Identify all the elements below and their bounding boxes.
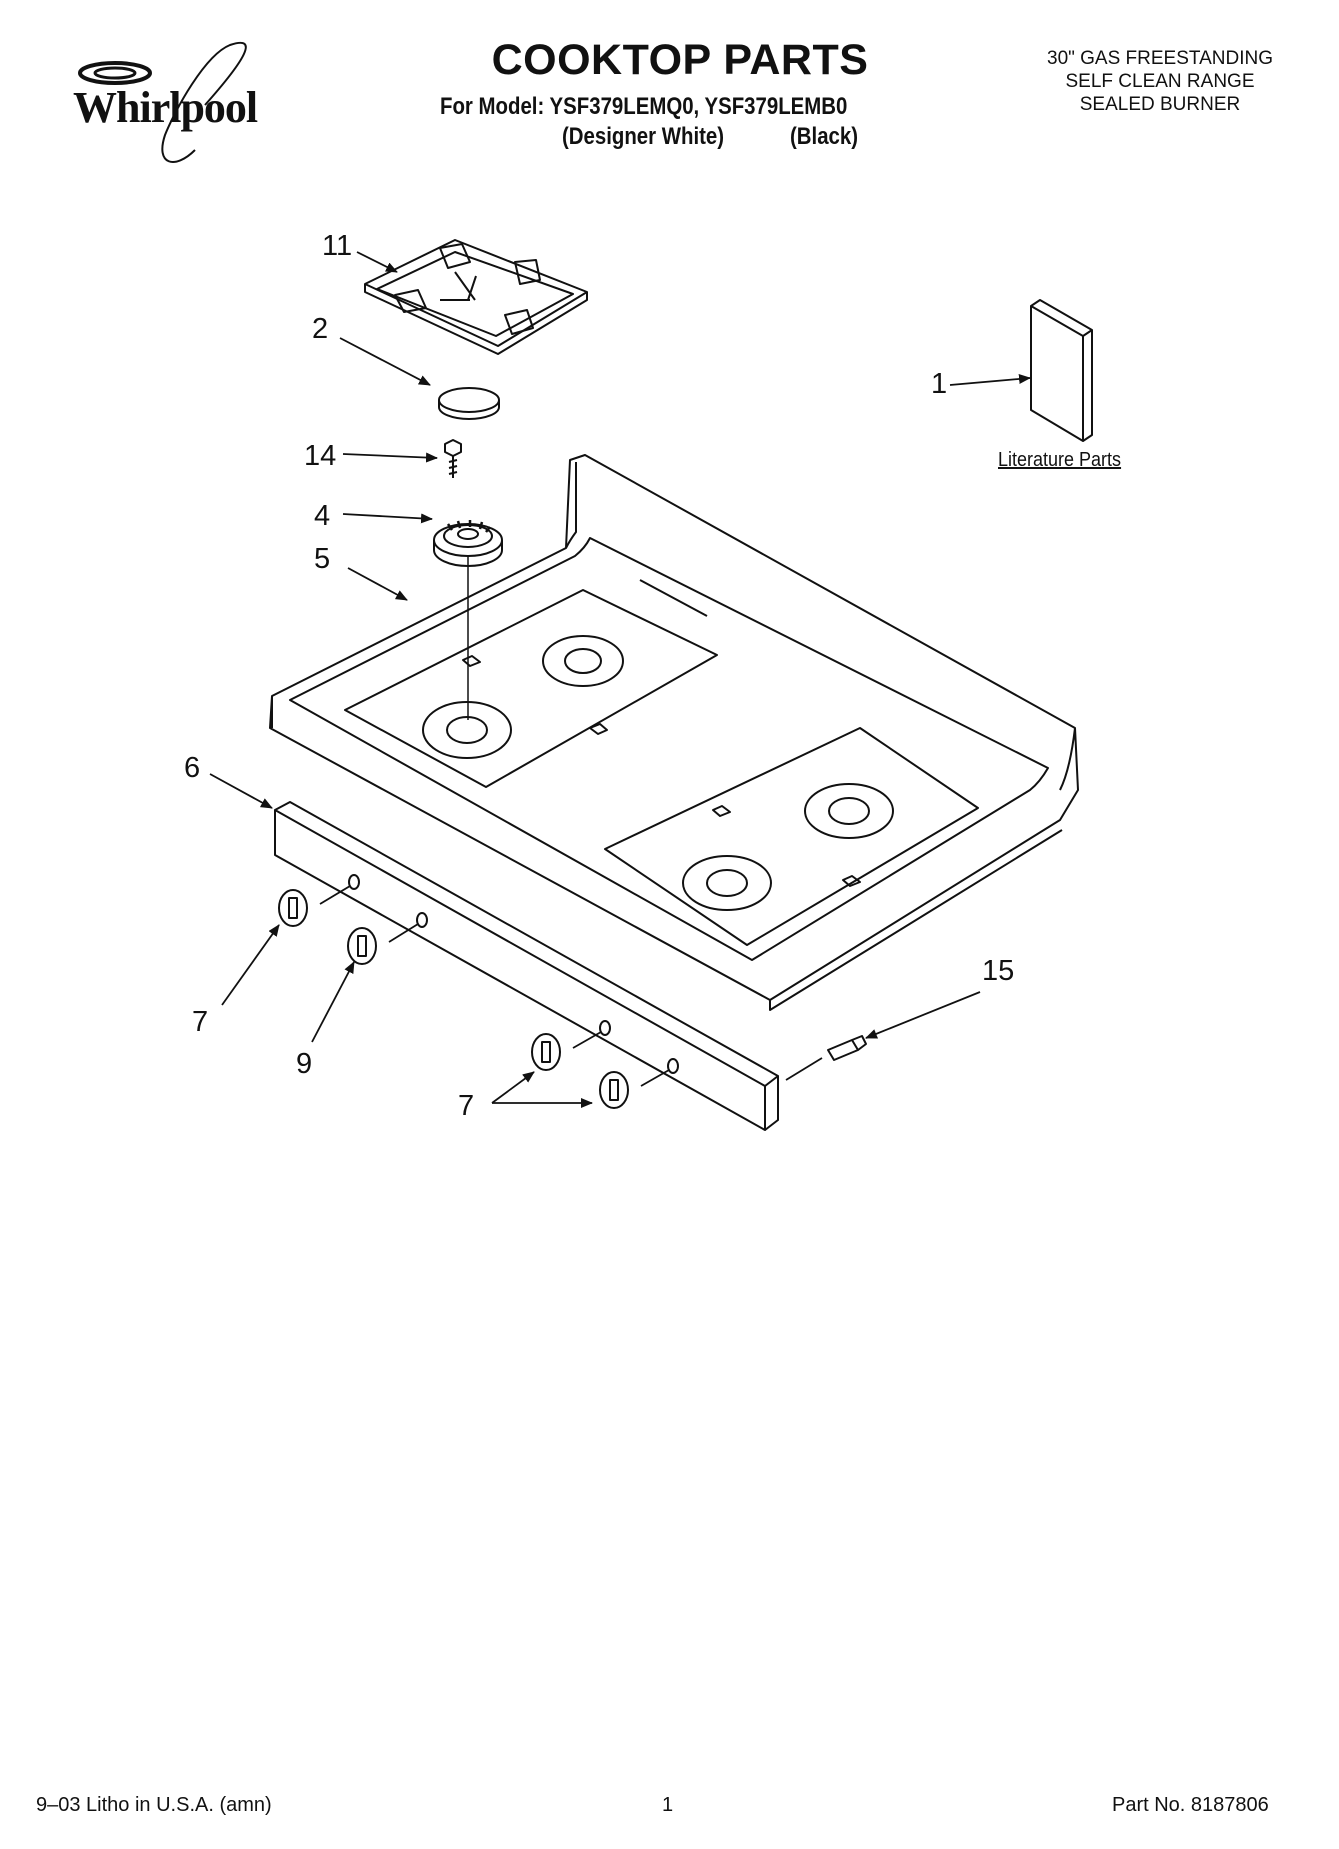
burner-cap-part [438, 387, 500, 420]
callout-11: 11 [322, 230, 353, 262]
model-line: For Model: YSF379LEMQ0, YSF379LEMB0 [440, 93, 848, 120]
control-knob-9 [347, 927, 377, 965]
callout-14: 14 [304, 440, 337, 472]
product-description: 30" GAS FREESTANDING SELF CLEAN RANGE SE… [1010, 47, 1310, 116]
product-line-2: SELF CLEAN RANGE [1065, 71, 1255, 92]
callout-4: 4 [314, 500, 331, 532]
footer-page-number: 1 [662, 1794, 674, 1816]
page-title: COOKTOP PARTS [491, 36, 869, 84]
variant-designer-white: (Designer White) [562, 123, 725, 150]
control-knob-7b [531, 1033, 561, 1071]
brand-name: Whirlpool [73, 83, 258, 132]
burner-grate-part [364, 239, 588, 355]
callout-7b: 7 [458, 1090, 475, 1122]
callout-15: 15 [982, 955, 1015, 987]
screw-15-part [827, 1035, 867, 1061]
footer-part-number: Part No. 8187806 [1112, 1794, 1269, 1816]
callout-9: 9 [296, 1048, 313, 1080]
callout-2: 2 [312, 313, 329, 345]
callout-7a: 7 [192, 1006, 209, 1038]
variant-black: (Black) [790, 123, 859, 150]
product-line-3: SEALED BURNER [1079, 94, 1241, 115]
callout-5: 5 [314, 543, 331, 575]
callout-1: 1 [931, 368, 948, 400]
product-line-1: 30" GAS FREESTANDING [1047, 48, 1273, 69]
control-panel-part [274, 801, 779, 1131]
screw-part [444, 439, 462, 478]
brand-logo: Whirlpool [55, 40, 295, 180]
callout-6: 6 [184, 752, 201, 784]
cooktop-part [269, 454, 1079, 1011]
literature-parts-label: Literature Parts [998, 449, 1122, 471]
footer-litho: 9–03 Litho in U.S.A. (amn) [36, 1794, 272, 1816]
whirlpool-swirl-icon [78, 41, 247, 163]
control-knob-7a [278, 889, 308, 927]
literature-parts-part [1030, 299, 1093, 442]
control-knob-7c [599, 1071, 629, 1109]
